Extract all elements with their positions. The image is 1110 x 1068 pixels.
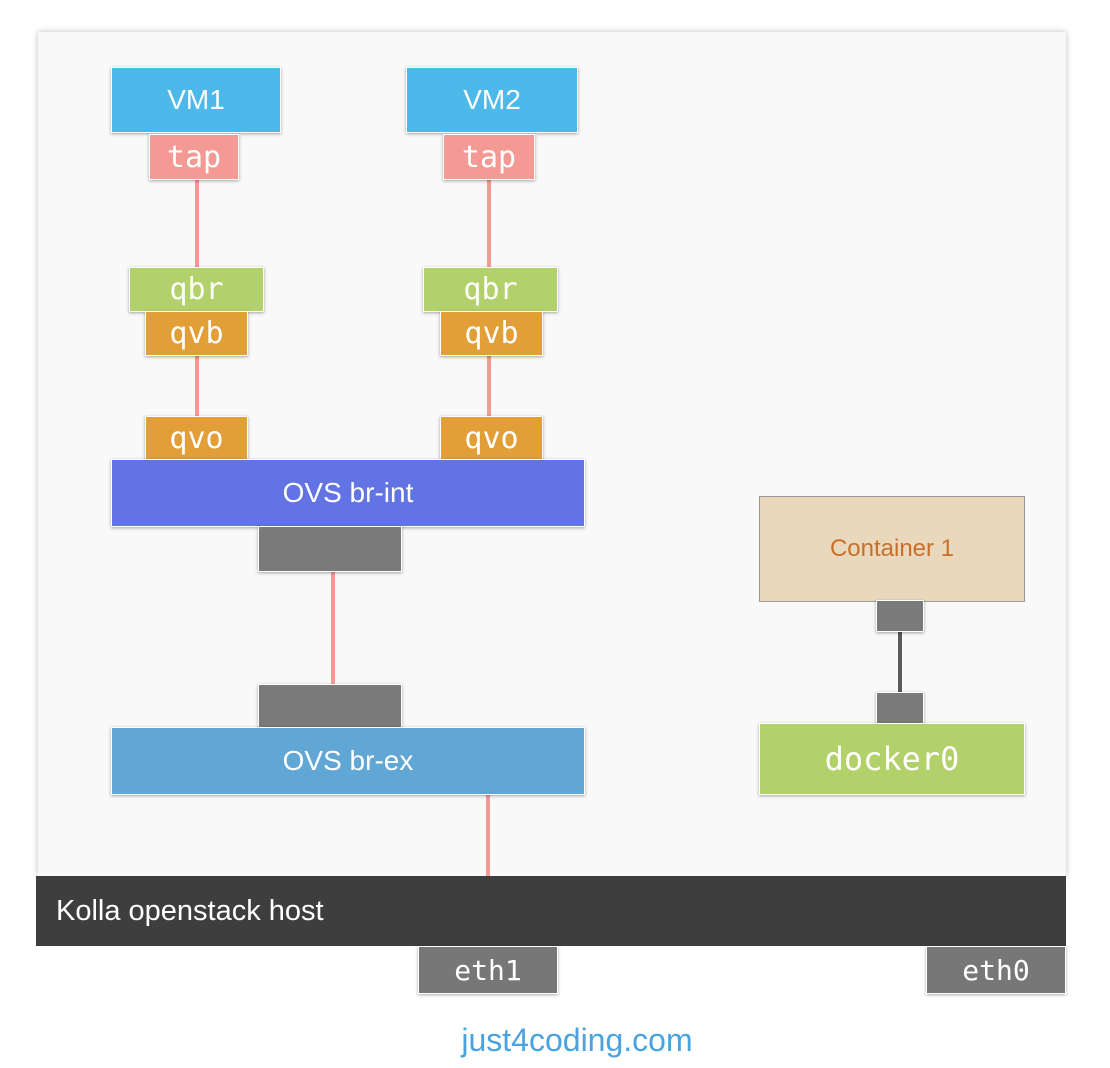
vm2-qvb: qvb xyxy=(440,311,543,356)
host-label-bar: Kolla openstack host xyxy=(36,876,1066,946)
vm2-qvo: qvo xyxy=(440,416,543,461)
vm1-qbr: qbr xyxy=(129,267,264,312)
vm1-qvb: qvb xyxy=(145,311,248,356)
link-vm2-qvb-qvo xyxy=(487,354,491,418)
br-ex-patch-port xyxy=(258,684,402,730)
link-vm1-tap-qbr xyxy=(195,178,199,270)
link-brex-eth1 xyxy=(486,794,490,948)
nic-eth0: eth0 xyxy=(926,946,1066,994)
vm2-box: VM2 xyxy=(406,67,578,133)
docker0-bridge: docker0 xyxy=(759,723,1025,795)
vm1-qvo: qvo xyxy=(145,416,248,461)
vm2-tap: tap xyxy=(443,134,535,180)
br-int-patch-port xyxy=(258,526,402,572)
ovs-br-int: OVS br-int xyxy=(111,459,585,527)
link-brint-brex xyxy=(331,524,335,686)
docker0-veth-port xyxy=(876,692,924,724)
footer-watermark: just4coding.com xyxy=(461,1022,693,1058)
ovs-br-ex: OVS br-ex xyxy=(111,727,585,795)
link-container-docker0 xyxy=(898,630,902,696)
container-1: Container 1 xyxy=(759,496,1025,602)
container-veth-port xyxy=(876,600,924,632)
nic-eth1: eth1 xyxy=(418,946,558,994)
vm1-tap: tap xyxy=(149,134,239,180)
vm1-box: VM1 xyxy=(111,67,281,133)
link-vm2-tap-qbr xyxy=(487,178,491,270)
link-vm1-qvb-qvo xyxy=(195,354,199,418)
vm2-qbr: qbr xyxy=(423,267,558,312)
